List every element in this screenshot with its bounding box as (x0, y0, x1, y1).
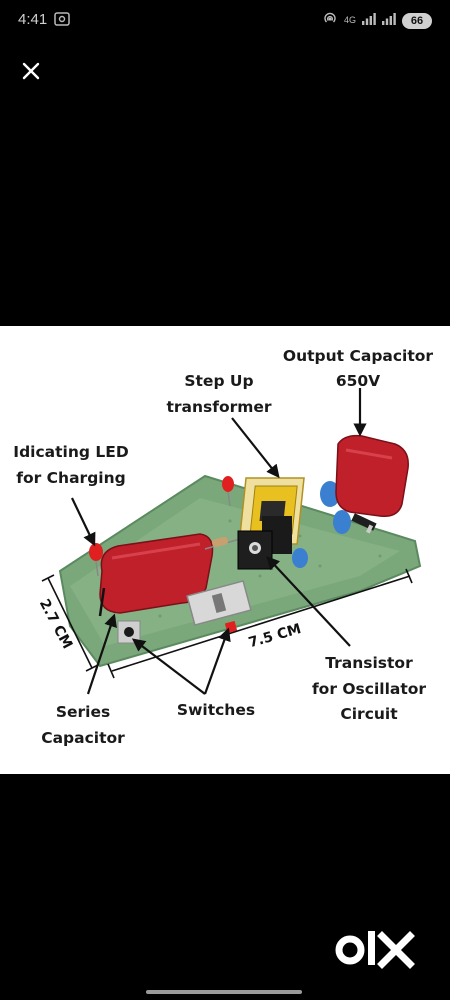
output-capacitor (335, 434, 409, 517)
status-indicators: 4G 66 (322, 10, 432, 31)
transistor (237, 530, 273, 570)
series-capacitor (98, 533, 214, 617)
indicator-led-top (222, 476, 234, 507)
step-up-label: Step Up (184, 372, 253, 390)
screenshot-icon (54, 12, 70, 31)
series-capacitor-label-line2: Capacitor (41, 729, 125, 747)
network-type: 4G (343, 15, 356, 25)
slide-switch (186, 580, 252, 634)
signal-icon-secondary (382, 12, 396, 30)
product-image[interactable]: Output Capacitor 650V Step Up transforme… (0, 326, 450, 774)
status-time: 4:41 (18, 11, 48, 28)
olx-logo (334, 926, 416, 979)
gesture-navigation-bar[interactable] (146, 990, 302, 994)
close-icon (22, 62, 40, 80)
close-button[interactable] (18, 58, 44, 84)
circuit-illustration: Output Capacitor 650V Step Up transforme… (13, 347, 434, 747)
output-capacitor-voltage: 650V (336, 372, 380, 390)
output-capacitor-label: Output Capacitor (283, 347, 434, 365)
transistor-label-line1: Transistor (325, 654, 413, 672)
hotspot-icon (322, 10, 338, 31)
led-label-line2: for Charging (16, 469, 125, 487)
indicator-led-left (89, 543, 103, 577)
transformer-label: transformer (166, 398, 271, 416)
transistor-label-line3: Circuit (340, 705, 398, 723)
diode (351, 513, 377, 534)
step-up-transformer (238, 477, 305, 554)
battery-indicator: 66 (402, 12, 432, 29)
olx-logo-icon (335, 931, 415, 969)
callout-arrows (71, 388, 367, 695)
status-bar: 4:41 4G (0, 0, 450, 40)
dimension-lines (41, 568, 413, 679)
transistor-label-line2: for Oscillator (312, 680, 426, 698)
signal-icon (362, 12, 376, 30)
blue-capacitors (292, 481, 351, 568)
led-label-line1: Idicating LED (13, 443, 129, 461)
switches-label: Switches (177, 701, 255, 719)
series-capacitor-label-line1: Series (56, 703, 110, 721)
resistor (204, 536, 241, 550)
push-button-switch (117, 620, 141, 644)
